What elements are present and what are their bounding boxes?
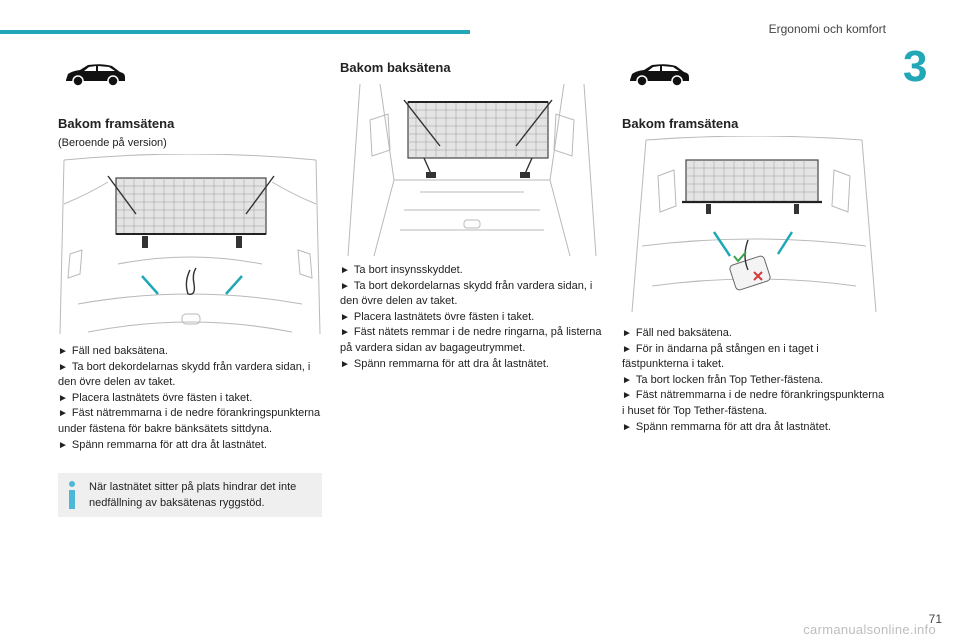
list-item: ►Fäll ned baksätena. bbox=[58, 345, 168, 357]
cargo-net-top-tether-illustration bbox=[631, 136, 877, 313]
section-heading: Bakom framsätena bbox=[58, 116, 175, 131]
list-item: ►Spänn remmarna för att dra åt lastnätet… bbox=[58, 438, 267, 451]
info-box: När lastnätet sitter på plats hindrar de… bbox=[58, 473, 322, 517]
section-heading: Bakom framsätena bbox=[622, 116, 739, 131]
section-heading: Bakom baksätena bbox=[340, 60, 451, 75]
list-item: ►Spänn remmarna för att dra åt lastnätet… bbox=[622, 420, 831, 433]
list-item: ►Fäst nätremmarna i de nedre förankrings… bbox=[622, 389, 885, 417]
instruction-list: ►Fäll ned baksätena. ►Ta bort dekordelar… bbox=[58, 344, 322, 453]
list-item: ►Fäst nätremmarna i de nedre förankrings… bbox=[58, 407, 321, 435]
cargo-net-rear-seats-illustration bbox=[347, 83, 597, 257]
page-number: 71 bbox=[928, 612, 942, 626]
watermark: carmanualsonline.info bbox=[803, 622, 936, 637]
instruction-list: ►Fäll ned baksätena. ►För in ändarna på … bbox=[622, 326, 886, 435]
cargo-net-front-seats-illustration bbox=[59, 154, 321, 335]
header-accent-bar bbox=[0, 30, 470, 34]
suv-car-icon bbox=[66, 64, 125, 87]
list-item: ►Fäst nätets remmar i de nedre ringarna,… bbox=[340, 326, 602, 354]
suv-car-icon bbox=[630, 64, 689, 87]
list-item: ►Placera lastnätets övre fästen i taket. bbox=[58, 391, 253, 404]
version-note: (Beroende på version) bbox=[58, 137, 167, 149]
list-item: ►Placera lastnätets övre fästen i taket. bbox=[340, 310, 535, 323]
section-title: Ergonomi och komfort bbox=[768, 22, 886, 36]
instruction-list: ►Ta bort insynsskyddet. ►Ta bort dekorde… bbox=[340, 263, 604, 372]
list-item: ►Ta bort locken från Top Tether-fästena. bbox=[622, 373, 824, 386]
info-text: När lastnätet sitter på plats hindrar de… bbox=[89, 481, 297, 509]
list-item: ►För in ändarna på stången en i taget i … bbox=[622, 342, 819, 371]
chapter-number: 3 bbox=[903, 42, 928, 91]
list-item: ►Ta bort dekordelarnas skydd från varder… bbox=[340, 279, 593, 308]
info-icon bbox=[69, 481, 75, 509]
list-item: ►Spänn remmarna för att dra åt lastnätet… bbox=[340, 357, 549, 370]
list-item: ►Fäll ned baksätena. bbox=[622, 327, 732, 339]
list-item: ►Ta bort dekordelarnas skydd från varder… bbox=[58, 360, 311, 389]
list-item: ►Ta bort insynsskyddet. bbox=[340, 264, 463, 276]
